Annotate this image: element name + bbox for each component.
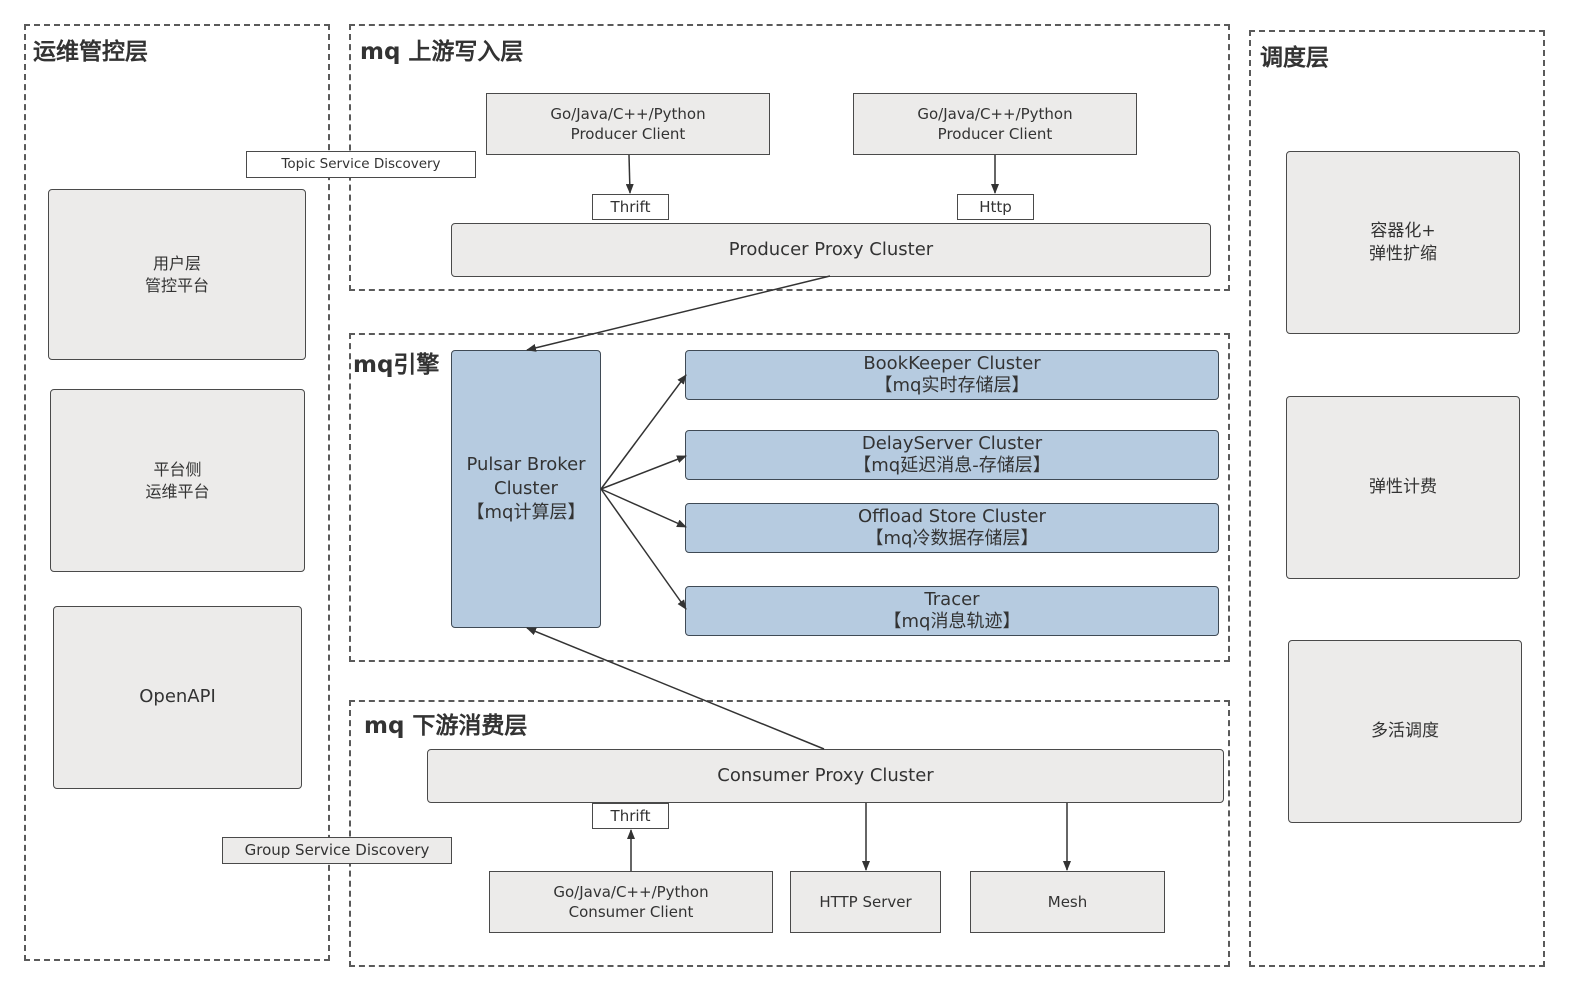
producer-client-http-box[interactable]: Go/Java/C++/Python Producer Client bbox=[853, 93, 1137, 155]
http-server-label: HTTP Server bbox=[819, 892, 912, 911]
offload-store-cluster-box[interactable]: Offload Store Cluster 【mq冷数据存储层】 bbox=[685, 503, 1219, 553]
pulsar-broker-label-line2: Cluster bbox=[494, 477, 558, 499]
topic-service-discovery-label: Topic Service Discovery bbox=[281, 156, 441, 173]
user-control-platform-box[interactable]: 用户层 管控平台 bbox=[48, 189, 306, 360]
group-service-discovery-label: Group Service Discovery bbox=[244, 841, 430, 860]
delayserver-cluster-box[interactable]: DelayServer Cluster 【mq延迟消息-存储层】 bbox=[685, 430, 1219, 480]
tracer-label-line2: 【mq消息轨迹】 bbox=[883, 611, 1021, 632]
containerization-label-line2: 弹性扩缩 bbox=[1369, 243, 1437, 264]
engine-layer-title: mq引擎 bbox=[353, 352, 440, 378]
offload-store-label-line2: 【mq冷数据存储层】 bbox=[865, 528, 1039, 549]
bookkeeper-cluster-box[interactable]: BookKeeper Cluster 【mq实时存储层】 bbox=[685, 350, 1219, 400]
ops-platform-label-line2: 运维平台 bbox=[145, 481, 210, 501]
openapi-box[interactable]: OpenAPI bbox=[53, 606, 302, 789]
producer-client-thrift-line1: Go/Java/C++/Python bbox=[550, 104, 706, 123]
pulsar-broker-label-line3: 【mq计算层】 bbox=[466, 502, 586, 524]
elastic-billing-box[interactable]: 弹性计费 bbox=[1286, 396, 1520, 579]
consumer-proxy-cluster-label: Consumer Proxy Cluster bbox=[717, 764, 934, 786]
ops-platform-label-line1: 平台侧 bbox=[153, 459, 202, 479]
delayserver-label-line2: 【mq延迟消息-存储层】 bbox=[853, 455, 1051, 476]
multi-active-scheduling-label: 多活调度 bbox=[1371, 721, 1439, 742]
consumer-proxy-cluster-box[interactable]: Consumer Proxy Cluster bbox=[427, 749, 1224, 803]
downstream-layer-title: mq 下游消费层 bbox=[364, 713, 528, 739]
ops-platform-box[interactable]: 平台侧 运维平台 bbox=[50, 389, 305, 572]
producer-client-thrift-box[interactable]: Go/Java/C++/Python Producer Client bbox=[486, 93, 770, 155]
scheduling-layer-title: 调度层 bbox=[1260, 45, 1329, 71]
mesh-label: Mesh bbox=[1047, 892, 1088, 911]
tracer-box[interactable]: Tracer 【mq消息轨迹】 bbox=[685, 586, 1219, 636]
ops-layer-group: 运维管控层 bbox=[24, 24, 330, 961]
group-service-discovery-box[interactable]: Group Service Discovery bbox=[222, 837, 452, 864]
topic-service-discovery-box[interactable]: Topic Service Discovery bbox=[246, 151, 476, 178]
containerization-box[interactable]: 容器化+ 弹性扩缩 bbox=[1286, 151, 1520, 334]
producer-proxy-cluster-box[interactable]: Producer Proxy Cluster bbox=[451, 223, 1211, 277]
producer-client-thrift-line2: Producer Client bbox=[570, 125, 686, 143]
offload-store-label-line1: Offload Store Cluster bbox=[858, 506, 1046, 528]
thrift-protocol-upstream-label: Thrift bbox=[610, 197, 651, 216]
scheduling-layer-group: 调度层 bbox=[1249, 30, 1545, 967]
user-control-platform-label-line2: 管控平台 bbox=[144, 275, 209, 295]
mesh-box[interactable]: Mesh bbox=[970, 871, 1165, 933]
delayserver-label-line1: DelayServer Cluster bbox=[861, 433, 1043, 455]
elastic-billing-label: 弹性计费 bbox=[1369, 477, 1437, 498]
http-protocol-upstream-box: Http bbox=[957, 194, 1034, 220]
multi-active-scheduling-box[interactable]: 多活调度 bbox=[1288, 640, 1522, 823]
consumer-client-box[interactable]: Go/Java/C++/Python Consumer Client bbox=[489, 871, 773, 933]
consumer-client-line2: Consumer Client bbox=[568, 903, 694, 921]
bookkeeper-label-line2: 【mq实时存储层】 bbox=[874, 375, 1030, 396]
ops-layer-title: 运维管控层 bbox=[33, 39, 148, 65]
producer-proxy-cluster-label: Producer Proxy Cluster bbox=[728, 238, 934, 260]
consumer-client-line1: Go/Java/C++/Python bbox=[553, 882, 709, 901]
bookkeeper-label-line1: BookKeeper Cluster bbox=[863, 353, 1041, 375]
pulsar-broker-cluster-box[interactable]: Pulsar Broker Cluster 【mq计算层】 bbox=[451, 350, 601, 628]
openapi-label: OpenAPI bbox=[139, 686, 216, 708]
thrift-protocol-downstream-box: Thrift bbox=[592, 803, 669, 829]
user-control-platform-label-line1: 用户层 bbox=[152, 253, 201, 273]
tracer-label-line1: Tracer bbox=[924, 589, 980, 611]
thrift-protocol-upstream-box: Thrift bbox=[592, 194, 669, 220]
http-protocol-upstream-label: Http bbox=[979, 197, 1012, 216]
containerization-label-line1: 容器化+ bbox=[1370, 220, 1436, 241]
http-server-box[interactable]: HTTP Server bbox=[790, 871, 941, 933]
producer-client-http-line2: Producer Client bbox=[937, 125, 1053, 143]
pulsar-broker-label-line1: Pulsar Broker bbox=[466, 453, 586, 475]
producer-client-http-line1: Go/Java/C++/Python bbox=[917, 104, 1073, 123]
thrift-protocol-downstream-label: Thrift bbox=[610, 806, 651, 825]
upstream-layer-title: mq 上游写入层 bbox=[360, 39, 524, 65]
